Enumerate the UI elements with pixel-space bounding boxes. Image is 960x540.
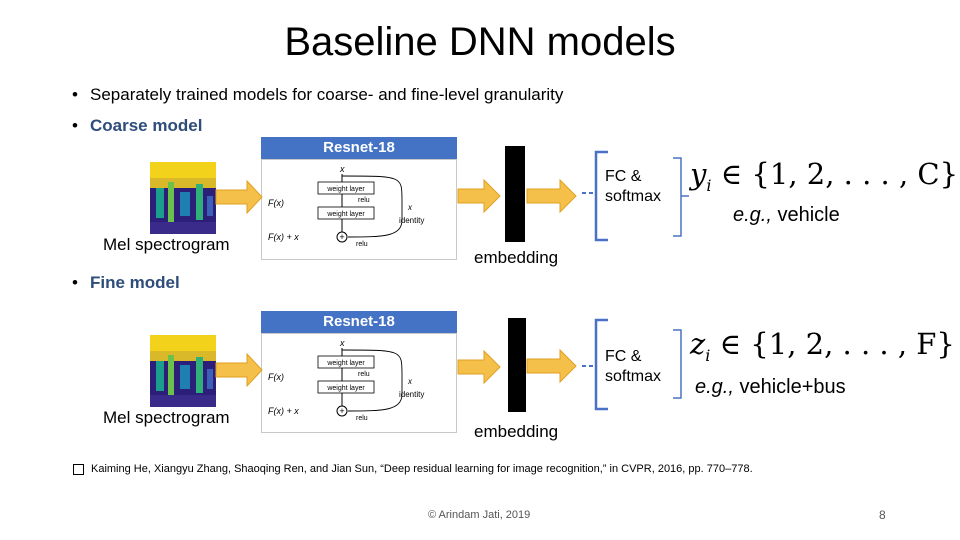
bracket-left [594, 318, 608, 411]
fc-line: FC & [605, 348, 642, 365]
fc-line: FC & [605, 168, 642, 185]
resnet-block-diagram: x weight layer relu weight layer F(x) + … [261, 159, 457, 260]
bullet-dot: • [72, 116, 78, 135]
bullet-dot: • [72, 85, 78, 104]
bracket-right [673, 329, 682, 399]
embedding-label: embedding [474, 248, 559, 267]
resnet-x-top: x [339, 338, 345, 348]
math-set: ∈ {1, 2, . . . , C} [720, 157, 959, 191]
embedding-bar [508, 318, 526, 412]
resnet-label-bar: Resnet-18 [261, 311, 457, 333]
resnet-block-diagram: x weight layer relu weight layer F(x) + … [261, 333, 457, 433]
relu-label-2: relu [356, 241, 368, 248]
bullet-coarse-model: • Coarse model [72, 116, 202, 136]
math-set: ∈ {1, 2, . . . , F} [719, 327, 955, 361]
slide-title: Baseline DNN models [284, 20, 676, 64]
fx-plus-x-label: F(x) + x [268, 406, 299, 416]
eg-text: e.g., [695, 376, 734, 398]
fine-example: e.g., vehicle+bus [695, 376, 846, 399]
fx-label: F(x) [268, 198, 284, 208]
example-value: vehicle [771, 204, 840, 226]
identity-label: identity [399, 216, 424, 225]
relu-label-1: relu [358, 197, 370, 204]
math-subscript: i [705, 345, 711, 365]
bullet-dot: • [72, 273, 78, 292]
embedding-bar [505, 146, 525, 242]
fc-softmax-label: FC & softmax [605, 167, 661, 207]
mel-spectrogram-label: Mel spectrogram [103, 408, 230, 427]
bullet-granularity: • Separately trained models for coarse- … [72, 85, 563, 105]
embedding-label: embedding [474, 422, 559, 441]
reference-text: Kaiming He, Xiangyu Zhang, Shaoqing Ren,… [91, 463, 753, 475]
arrow-resnet-to-embedding [457, 349, 501, 385]
bullet-text: Fine model [90, 273, 180, 292]
bullet-text: Separately trained models for coarse- an… [90, 85, 564, 104]
arrow-resnet-to-embedding [457, 178, 501, 214]
math-variable: y [690, 157, 707, 191]
arrow-embedding-to-fc [526, 178, 577, 214]
weight-layer-1: weight layer [326, 186, 365, 193]
coarse-label-set: yi ∈ {1, 2, . . . , C} [690, 157, 958, 195]
math-subscript: i [706, 175, 712, 195]
arrow-input-to-resnet [215, 352, 263, 388]
example-value: vehicle+bus [733, 376, 846, 398]
bullet-fine-model: • Fine model [72, 273, 180, 293]
fine-label-set: zi ∈ {1, 2, . . . , F} [690, 327, 955, 365]
weight-layer-2: weight layer [326, 385, 365, 392]
relu-label-1: relu [358, 371, 370, 378]
softmax-line: softmax [605, 188, 662, 205]
x-identity-label: x [407, 203, 413, 212]
relu-label-2: relu [356, 415, 368, 422]
arrow-embedding-to-fc [526, 348, 577, 384]
svg-text:+: + [339, 406, 344, 416]
coarse-example: e.g., vehicle [733, 204, 840, 227]
page-number: 8 [879, 508, 886, 522]
x-identity-label: x [407, 377, 413, 386]
eg-text: e.g., [733, 204, 772, 226]
math-variable: z [690, 327, 706, 361]
bracket-right [673, 157, 682, 237]
fx-plus-x-label: F(x) + x [268, 232, 299, 242]
fx-label: F(x) [268, 372, 284, 382]
weight-layer-2: weight layer [326, 211, 365, 218]
mel-spectrogram-image [150, 335, 216, 407]
mel-spectrogram-image [150, 162, 216, 234]
resnet-x-top: x [339, 164, 345, 174]
bullet-text: Coarse model [90, 116, 203, 135]
footer-copyright: © Arindam Jati, 2019 [428, 509, 531, 521]
reference-citation: Kaiming He, Xiangyu Zhang, Shaoqing Ren,… [73, 463, 933, 475]
bracket-left [594, 150, 608, 242]
identity-label: identity [399, 390, 424, 399]
svg-text:+: + [339, 232, 344, 242]
resnet-label-bar: Resnet-18 [261, 137, 457, 159]
weight-layer-1: weight layer [326, 360, 365, 367]
mel-spectrogram-label: Mel spectrogram [103, 235, 230, 254]
fc-softmax-label: FC & softmax [605, 347, 661, 387]
arrow-input-to-resnet [215, 179, 263, 215]
softmax-line: softmax [605, 368, 662, 385]
checkbox-bullet-icon [73, 463, 84, 475]
